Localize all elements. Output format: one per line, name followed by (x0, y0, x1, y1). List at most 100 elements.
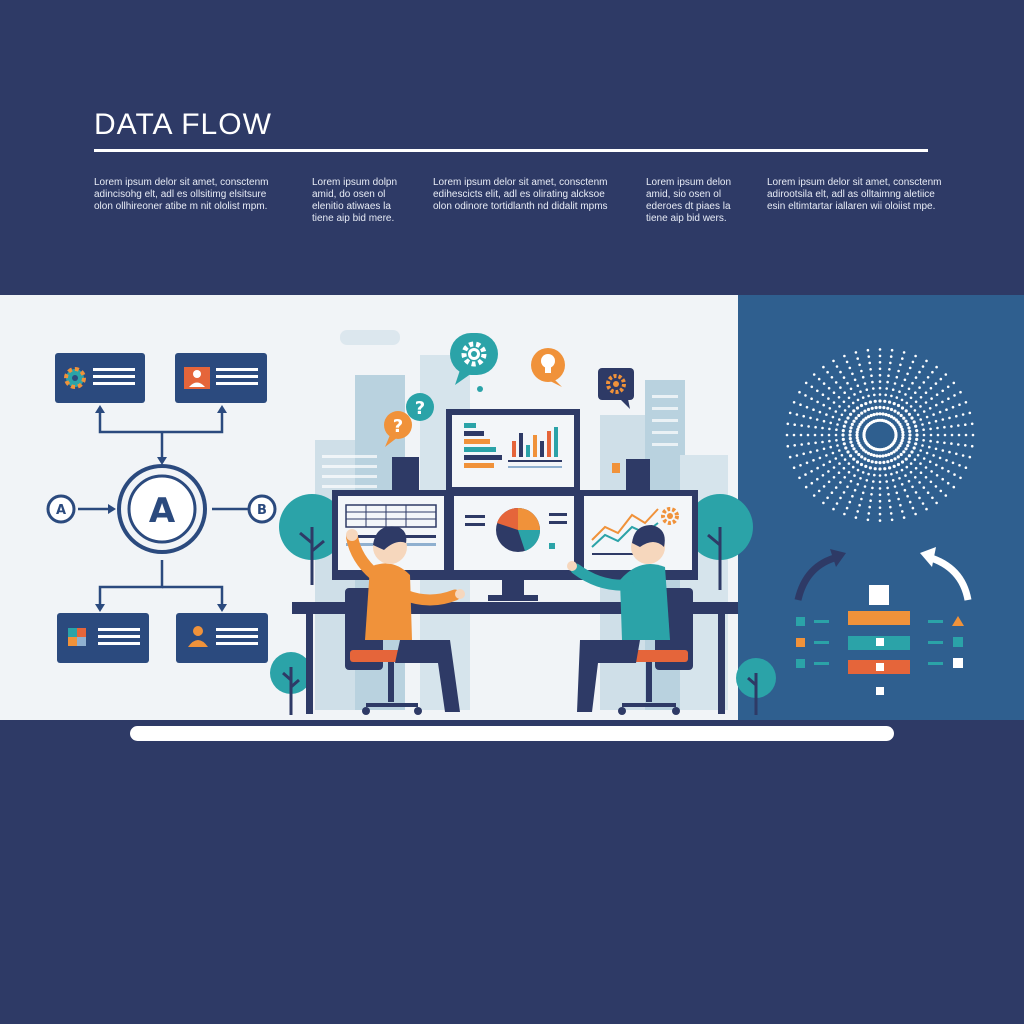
column-line: amid, do osen ol (312, 189, 386, 200)
starburst-dot (941, 389, 944, 393)
starburst-dot (888, 499, 891, 502)
starburst-dot (822, 463, 825, 467)
starburst-dot (900, 427, 904, 432)
starburst-dot (909, 405, 913, 408)
starburst-dot (941, 477, 944, 481)
starburst-dot (947, 397, 950, 400)
starburst-dot (820, 433, 824, 437)
starburst-dot (899, 503, 902, 507)
starburst-dot (814, 441, 817, 445)
starburst-dot (970, 444, 974, 448)
starburst-dot (822, 447, 826, 451)
starburst-dot (864, 416, 868, 420)
starburst-dot (850, 444, 854, 448)
starburst-dot (896, 420, 900, 424)
starburst-dot (785, 433, 789, 437)
starburst-dot (905, 401, 909, 405)
starburst-dot (855, 430, 859, 434)
starburst-dot (816, 400, 819, 404)
monitor-top (446, 409, 580, 493)
starburst-dot (852, 457, 856, 461)
starburst-dot (950, 442, 953, 445)
starburst-dot (945, 459, 948, 462)
starburst-dot (909, 470, 913, 474)
starburst-dot (858, 444, 862, 448)
starburst-dot (895, 396, 899, 399)
starburst-dot (804, 394, 807, 397)
starburst-dot (813, 433, 817, 437)
starburst-dot (868, 361, 871, 365)
starburst-dot (846, 416, 850, 420)
starburst-dot (902, 450, 906, 454)
starburst-dot (906, 422, 910, 426)
starburst-dot (914, 476, 917, 479)
starburst-dot (878, 405, 882, 409)
starburst-dot (822, 382, 826, 385)
starburst-dot (922, 457, 926, 460)
starburst-dot (935, 463, 938, 467)
starburst-dot (893, 409, 897, 413)
starburst-dot (870, 460, 874, 464)
starburst-dot (904, 419, 908, 423)
tree-left-big (279, 494, 345, 585)
starburst-dot (914, 354, 917, 358)
monitor-stand (502, 580, 524, 598)
starburst-dot (788, 411, 792, 415)
starburst-dot (799, 433, 803, 437)
starburst-dot (854, 450, 858, 454)
starburst-dot (792, 401, 796, 404)
starburst-dot (858, 363, 861, 367)
text-column-2: Lorem ipsum dolpn amid, do osen ol eleni… (312, 177, 397, 225)
starburst-dot (786, 444, 790, 448)
starburst-dot (953, 473, 956, 476)
starburst-dot (911, 485, 914, 489)
starburst-dot (915, 433, 919, 437)
starburst-dot (890, 518, 894, 522)
starburst-dot (913, 409, 917, 412)
starburst-dot (925, 359, 928, 363)
starburst-dot (914, 391, 917, 394)
starburst-dot (885, 387, 888, 390)
starburst-dot (867, 512, 871, 515)
starburst-dot (802, 452, 805, 456)
starburst-dot (924, 476, 928, 479)
starburst-dot (832, 507, 835, 511)
flow-node-right: B (247, 494, 277, 524)
starburst-dot (924, 391, 928, 394)
flow-card-puzzle (57, 613, 149, 663)
starburst-dot (892, 464, 896, 468)
column-line: tiene aip bid wers. (646, 213, 727, 224)
starburst-dot (856, 427, 860, 432)
starburst-dot (939, 377, 943, 381)
starburst-dot (807, 425, 810, 428)
starburst-dot (961, 454, 965, 457)
starburst-dot (955, 452, 958, 456)
starburst-dot (907, 440, 911, 444)
starburst-dot (832, 391, 836, 394)
flow-node-left: A (46, 494, 76, 524)
starburst-dot (830, 491, 834, 494)
starburst-dot (848, 429, 852, 433)
starburst-dot (913, 458, 917, 461)
starburst-dot (907, 412, 912, 416)
starburst-dot (857, 413, 861, 418)
starburst-dot (842, 466, 846, 470)
starburst-dot (821, 393, 825, 396)
person-right (567, 525, 693, 715)
starburst-dot (874, 460, 878, 464)
starburst-dot (899, 413, 903, 418)
starburst-dot (845, 360, 849, 364)
starburst-dot (822, 501, 825, 505)
starburst-dot (909, 396, 913, 400)
starburst-dot (926, 491, 930, 494)
pie-chart-icon (496, 507, 541, 552)
starburst-dot (799, 464, 802, 467)
starburst-dot (964, 433, 968, 437)
data-rows-left (796, 617, 829, 668)
lightbulb-bubble (531, 348, 565, 387)
starburst-dot (894, 448, 898, 452)
starburst-dot (964, 401, 968, 404)
starburst-dot (851, 372, 854, 376)
starburst-dot (959, 390, 962, 394)
starburst-dot (856, 384, 860, 387)
